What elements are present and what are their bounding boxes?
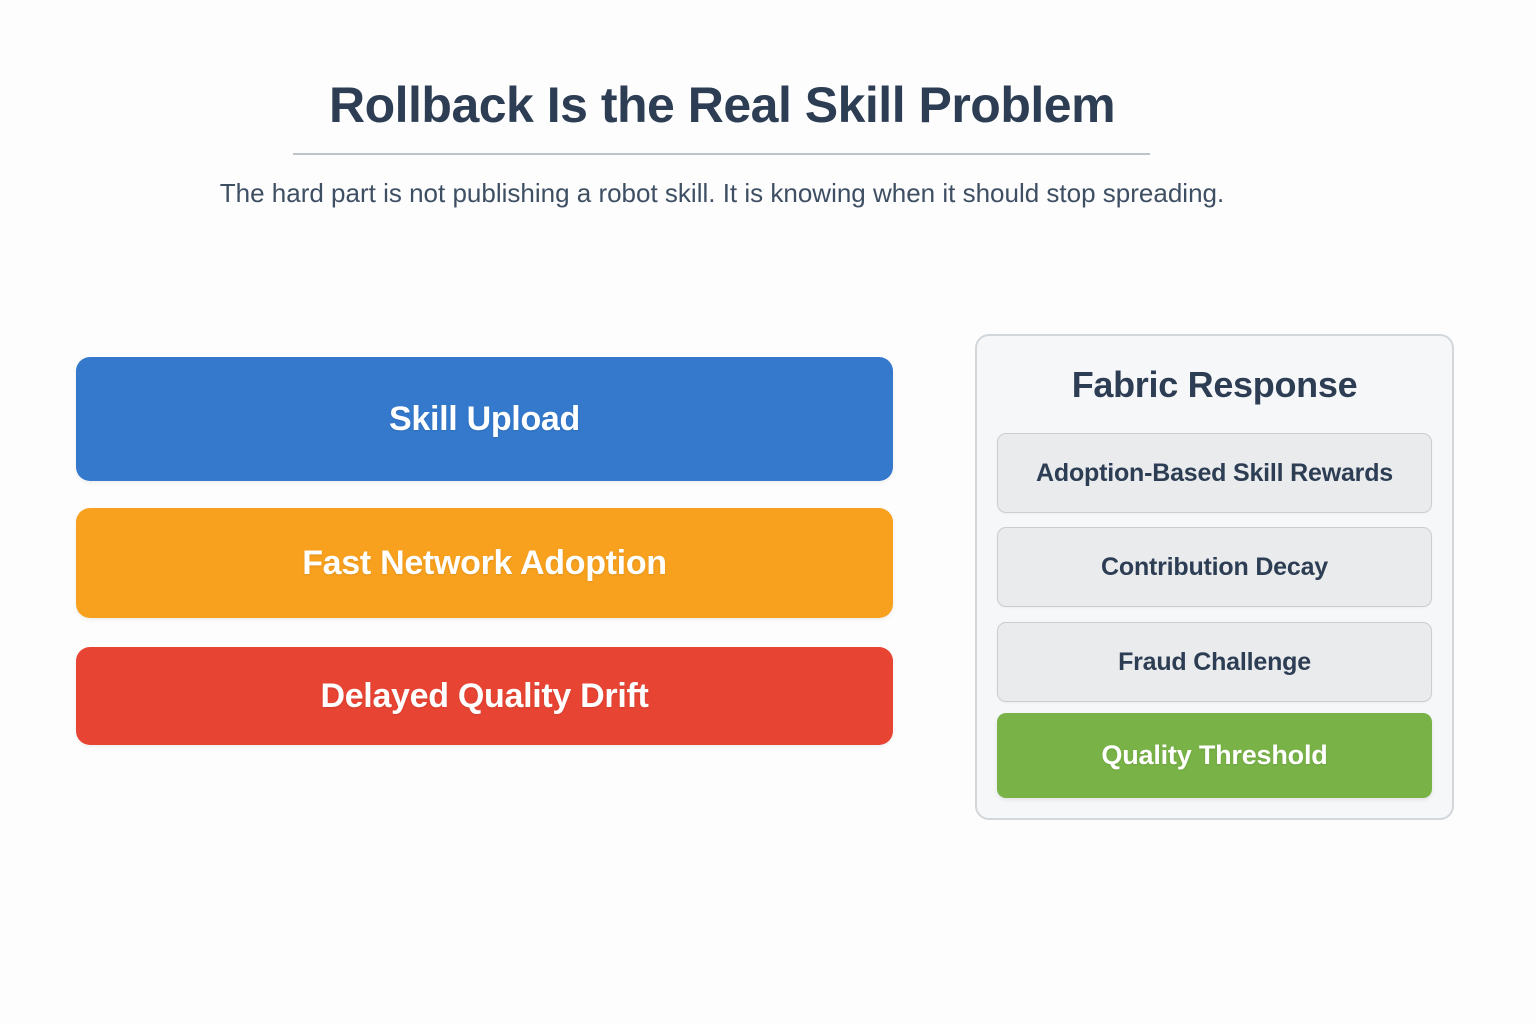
flow-step-label: Delayed Quality Drift xyxy=(320,676,649,715)
panel-item-label: Adoption-Based Skill Rewards xyxy=(1036,458,1393,487)
panel-item-fraud-challenge: Fraud Challenge xyxy=(997,622,1432,702)
page-subtitle: The hard part is not publishing a robot … xyxy=(219,178,1225,208)
flow-step-delayed-quality-drift: Delayed Quality Drift xyxy=(76,647,893,745)
title-divider xyxy=(293,153,1150,155)
panel-item-label: Quality Threshold xyxy=(1101,740,1328,770)
page-title: Rollback Is the Real Skill Problem xyxy=(328,77,1116,133)
fabric-response-panel: Fabric Response Adoption-Based Skill Rew… xyxy=(975,334,1454,820)
panel-item-label: Fraud Challenge xyxy=(1118,647,1311,676)
flow-step-label: Skill Upload xyxy=(389,399,580,438)
panel-item-quality-threshold: Quality Threshold xyxy=(997,713,1432,798)
panel-item-contribution-decay: Contribution Decay xyxy=(997,527,1432,607)
panel-item-adoption-based-skill-rewards: Adoption-Based Skill Rewards xyxy=(997,433,1432,513)
flow-step-fast-network-adoption: Fast Network Adoption xyxy=(76,508,893,618)
flow-step-label: Fast Network Adoption xyxy=(302,543,667,582)
panel-title: Fabric Response xyxy=(1071,364,1358,405)
panel-item-label: Contribution Decay xyxy=(1101,552,1328,581)
flow-step-skill-upload: Skill Upload xyxy=(76,357,893,481)
